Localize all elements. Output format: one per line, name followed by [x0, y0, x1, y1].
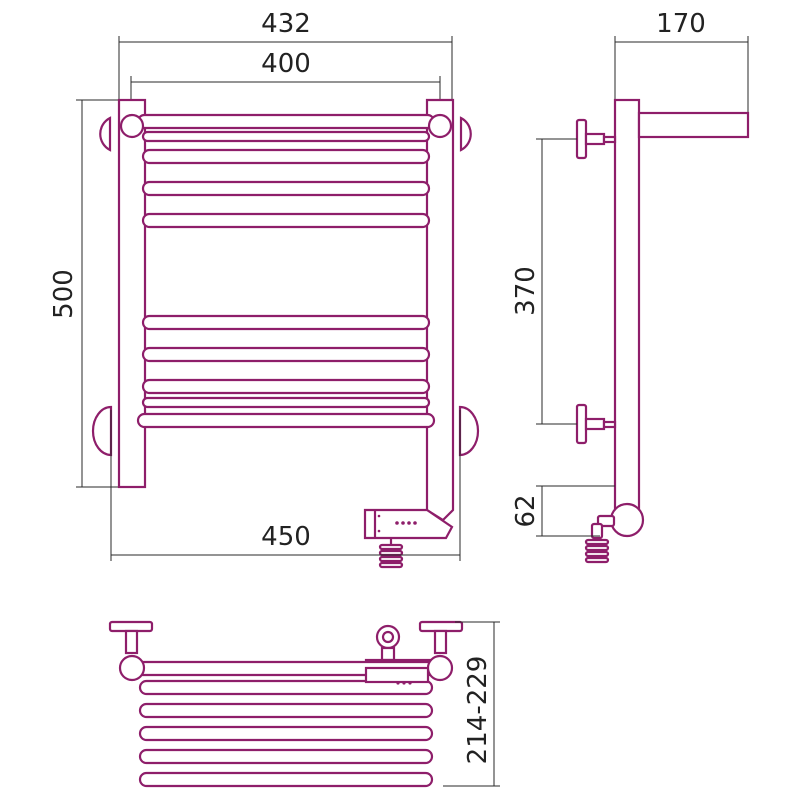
- dimension-400: 400: [130, 49, 441, 100]
- dimension-214-229: 214-229: [443, 621, 500, 787]
- dim-label-450: 450: [261, 522, 311, 552]
- dimension-500: 500: [49, 99, 119, 488]
- crossbar: [141, 212, 431, 229]
- dimension-170: 170: [614, 9, 749, 118]
- side-vertical-collector: [613, 98, 641, 520]
- heater-control-box: [363, 508, 454, 540]
- crossbar: [141, 130, 431, 143]
- crossbar: [141, 346, 431, 363]
- crossbar: [141, 148, 431, 165]
- front-view: 432 400 500: [49, 9, 480, 569]
- side-cable-spring: [584, 538, 610, 564]
- top-view-bars: [128, 660, 444, 788]
- top-bar: [138, 679, 434, 696]
- top-heater-box: [364, 666, 430, 685]
- side-view: 170 370: [511, 9, 750, 564]
- crossbars-top-group: [136, 113, 436, 229]
- dim-label-370: 370: [511, 266, 541, 316]
- upper-wall-bracket: [575, 118, 617, 160]
- side-top-arm: [637, 111, 750, 139]
- dimension-370: 370: [511, 138, 577, 425]
- left-top-wall-flange: [99, 116, 112, 152]
- top-bar: [138, 725, 434, 742]
- left-vertical-collector: [117, 98, 147, 489]
- dim-label-500: 500: [49, 269, 79, 319]
- top-right-cap: [426, 654, 454, 682]
- cable-spring: [378, 538, 404, 569]
- lower-wall-bracket: [575, 403, 617, 445]
- top-bar: [138, 748, 434, 765]
- left-top-cap: [119, 113, 145, 139]
- right-top-cap: [427, 113, 453, 139]
- right-top-wall-flange: [459, 116, 472, 152]
- left-bottom-wall-flange: [91, 405, 113, 457]
- right-vertical-collector: [425, 98, 455, 522]
- crossbar: [136, 412, 436, 429]
- crossbar: [141, 378, 431, 395]
- crossbar: [141, 180, 431, 197]
- dimension-450: 450: [110, 410, 461, 561]
- dim-label-432: 432: [261, 9, 311, 39]
- dim-label-170: 170: [656, 9, 706, 39]
- top-view: 214-229: [108, 620, 500, 788]
- top-right-wall-bracket: [418, 620, 464, 655]
- crossbar: [141, 396, 431, 409]
- dim-label-62: 62: [511, 494, 541, 527]
- dim-label-400: 400: [261, 49, 311, 79]
- crossbars-bottom-group: [136, 314, 436, 429]
- indicator-dots: [395, 521, 417, 525]
- right-bottom-wall-flange: [458, 405, 480, 457]
- dim-label-214-229: 214-229: [463, 656, 493, 765]
- crossbar: [141, 314, 431, 331]
- crossbar: [136, 113, 436, 130]
- side-heater-elbow: [590, 502, 645, 540]
- dimension-432: 432: [118, 9, 453, 100]
- dimension-62: 62: [511, 485, 615, 537]
- top-bar: [138, 702, 434, 719]
- top-left-wall-bracket: [108, 620, 154, 655]
- top-left-cap: [118, 654, 146, 682]
- top-bar: [138, 771, 434, 788]
